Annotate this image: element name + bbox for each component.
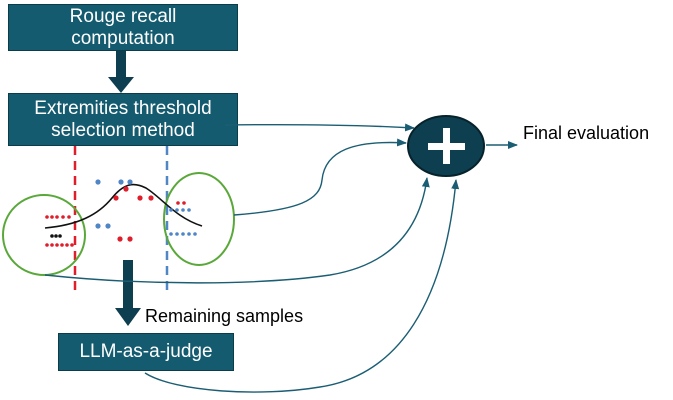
llm-to-plus-connector xyxy=(144,179,460,393)
black-points xyxy=(50,234,62,238)
normal-curve-icon xyxy=(44,183,203,229)
down-arrow-icon xyxy=(115,260,141,326)
red-points xyxy=(45,186,186,247)
down-arrow-icon xyxy=(108,51,134,93)
left-circle-to-plus-connector xyxy=(44,177,430,284)
box-to-plus-connector xyxy=(224,123,415,132)
remaining-samples-label: Remaining samples xyxy=(145,306,304,326)
llm-judge-box: LLM-as-a-judge xyxy=(58,333,234,371)
right-circle-to-plus-connector xyxy=(233,138,407,216)
left-extremity-circle xyxy=(2,194,86,276)
right-extremity-circle xyxy=(163,172,235,266)
rouge-recall-label: Rouge recall computation xyxy=(69,5,177,49)
llm-judge-label: LLM-as-a-judge xyxy=(79,341,213,362)
extremities-threshold-label: Extremities threshold selection method xyxy=(34,97,212,141)
rouge-recall-box: Rouge recall computation xyxy=(8,4,238,51)
final-evaluation-label: Final evaluation xyxy=(523,123,650,143)
plus-icon xyxy=(407,115,485,177)
extremities-threshold-box: Extremities threshold selection method xyxy=(8,93,238,146)
blue-points xyxy=(95,179,197,236)
